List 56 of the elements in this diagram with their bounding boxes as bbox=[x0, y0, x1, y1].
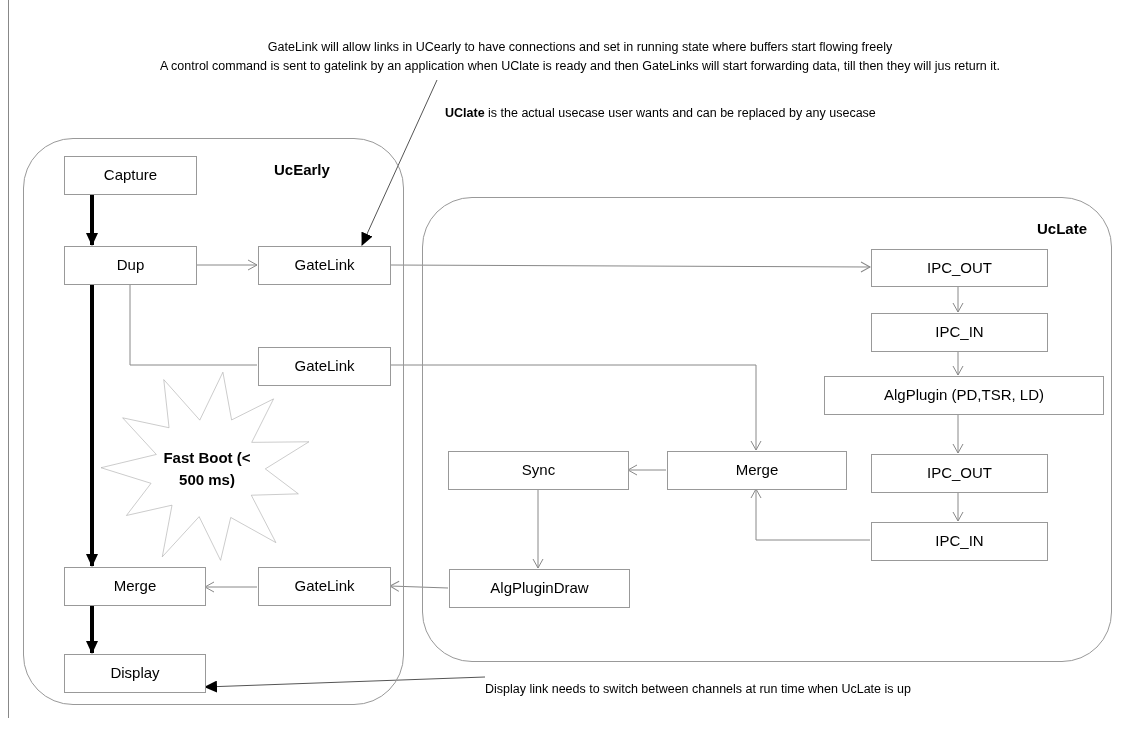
process-box bbox=[64, 567, 206, 606]
process-box bbox=[871, 522, 1048, 561]
box-label: GateLink bbox=[294, 576, 355, 597]
arrow bbox=[204, 581, 258, 593]
leader-line bbox=[361, 79, 438, 246]
arrow bbox=[86, 284, 98, 567]
process-box bbox=[449, 569, 630, 608]
process-box bbox=[64, 156, 197, 195]
arrow bbox=[750, 488, 871, 541]
box-label: AlgPlugin (PD,TSR, LD) bbox=[883, 385, 1045, 406]
arrow bbox=[952, 350, 964, 376]
arrow bbox=[195, 259, 258, 271]
box-label: IPC_OUT bbox=[927, 257, 992, 278]
note-text: UClate is the actual usecase user wants and can be replaced by any usecase bbox=[445, 105, 876, 122]
note-line: A control command is sent to gatelink by an application when UClate is ready and then GateLinks will start forwarding data, till then they will jus return it. bbox=[160, 58, 1000, 75]
arrow bbox=[389, 364, 762, 451]
process-box bbox=[871, 249, 1048, 287]
group-title: UcEarly bbox=[274, 160, 330, 180]
arrow bbox=[627, 464, 667, 476]
arrow bbox=[86, 605, 98, 654]
process-box bbox=[871, 313, 1048, 352]
note-line: GateLink will allow links in UCearly to have connections and set in running state where buffers start flowing freely bbox=[267, 39, 893, 56]
process-box bbox=[871, 454, 1048, 493]
box-label: GateLink bbox=[294, 356, 355, 377]
box-label: AlgPluginDraw bbox=[490, 578, 589, 599]
starburst-label: Fast Boot (< 500 ms) bbox=[162, 447, 252, 490]
box-label: GateLink bbox=[294, 255, 355, 276]
process-box bbox=[64, 654, 206, 693]
box-label: Capture bbox=[103, 165, 158, 186]
process-box bbox=[258, 567, 391, 606]
process-box bbox=[667, 451, 847, 490]
arrow bbox=[532, 488, 544, 569]
arrow bbox=[952, 285, 964, 313]
process-box bbox=[258, 347, 391, 386]
box-label: Display bbox=[110, 663, 160, 684]
leader-line bbox=[204, 676, 486, 693]
arrow bbox=[86, 194, 98, 246]
box-label: Dup bbox=[116, 255, 145, 276]
process-box bbox=[258, 246, 391, 285]
group-container bbox=[422, 197, 1112, 662]
note-line: Display link needs to switch between channels at run time when UcLate is up bbox=[485, 681, 911, 698]
box-label: Merge bbox=[113, 576, 157, 597]
process-box bbox=[448, 451, 629, 490]
box-label: Sync bbox=[521, 460, 556, 481]
process-box bbox=[824, 376, 1104, 415]
box-label: IPC_OUT bbox=[927, 463, 992, 484]
box-label: IPC_IN bbox=[935, 322, 984, 343]
arrow bbox=[389, 261, 871, 273]
box-label: Merge bbox=[735, 460, 779, 481]
process-box bbox=[64, 246, 197, 285]
group-title: UcLate bbox=[1036, 219, 1087, 239]
group-container bbox=[23, 138, 404, 705]
arrow bbox=[389, 580, 449, 592]
arrow bbox=[952, 491, 964, 522]
box-label: IPC_IN bbox=[935, 531, 984, 552]
arrow bbox=[952, 413, 964, 454]
